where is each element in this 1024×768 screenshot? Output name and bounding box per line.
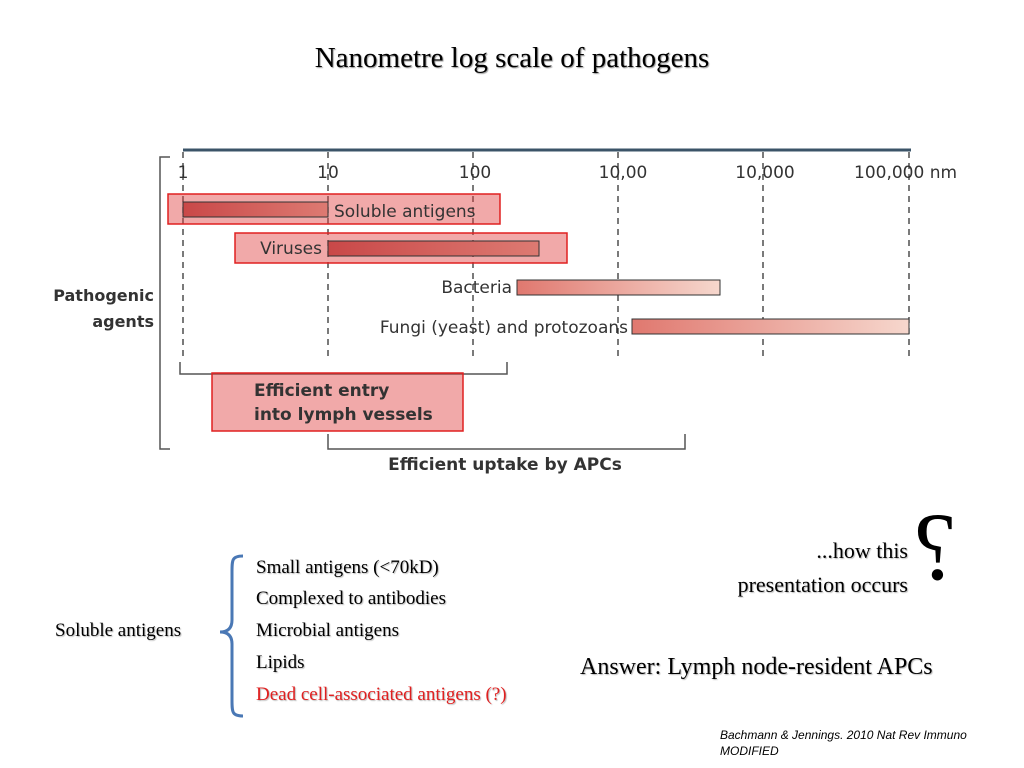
lymph-entry-line1: Efficient entry	[254, 381, 389, 401]
highlight-soluble-antigens	[167, 193, 501, 225]
citation-line2: MODIFIED	[720, 744, 779, 758]
question-line2: presentation occurs	[737, 572, 908, 597]
apc-bracket	[327, 434, 686, 450]
bar-bacteria	[516, 279, 721, 296]
tick-label: 10,000	[735, 163, 794, 183]
tick-label: 1	[178, 163, 189, 183]
bar-label-viruses: Viruses	[260, 239, 322, 259]
lymph-bracket	[179, 362, 508, 375]
tick-label: 100	[459, 163, 491, 183]
bar-fungi-protozoans	[631, 318, 910, 335]
question-line1: ...how this	[816, 538, 908, 563]
bar-viruses	[327, 240, 540, 257]
citation: Bachmann & Jennings. 2010 Nat Rev Immuno…	[720, 727, 967, 759]
bar-soluble-antigens	[182, 201, 329, 218]
group-label-pathogenic: Pathogenic	[53, 286, 154, 305]
citation-line1: Bachmann & Jennings. 2010 Nat Rev Immuno	[720, 728, 967, 742]
apc-uptake-label: Efficient uptake by APCs	[388, 455, 622, 475]
answer-text: Answer: Lymph node-resident APCs	[580, 654, 933, 680]
highlight-lymph-entry	[211, 372, 464, 432]
group-bracket	[159, 156, 170, 450]
lymph-entry-line2: into lymph vessels	[254, 405, 433, 425]
list-item: Complexed to antibodies	[256, 588, 446, 609]
bar-label-bacteria: Bacteria	[441, 278, 512, 298]
tick-label: 10,00	[599, 163, 648, 183]
question-mark-icon: ?	[914, 493, 957, 600]
tick-label: 100,000 nm	[854, 163, 957, 183]
axis-tick-labels: 1 10 100 10,00 10,000 100,000 nm	[178, 163, 957, 183]
list-item: Small antigens (<70kD)	[256, 557, 439, 578]
curly-brace-icon	[219, 554, 244, 718]
tick-label: 10	[317, 163, 339, 183]
slide-title: Nanometre log scale of pathogens	[314, 42, 710, 74]
bar-label-soluble-antigens: Soluble antigens	[334, 202, 476, 222]
pathogen-size-diagram: 1 10 100 10,00 10,000 100,000 nm Pathoge…	[53, 148, 957, 475]
bar-label-fungi: Fungi (yeast) and protozoans	[380, 318, 628, 338]
list-item: Lipids	[256, 652, 305, 673]
list-item: Microbial antigens	[256, 620, 399, 641]
group-label-agents: agents	[92, 312, 154, 331]
list-item-highlighted: Dead cell-associated antigens (?)	[256, 684, 507, 705]
soluble-antigens-label: Soluble antigens	[55, 620, 182, 641]
